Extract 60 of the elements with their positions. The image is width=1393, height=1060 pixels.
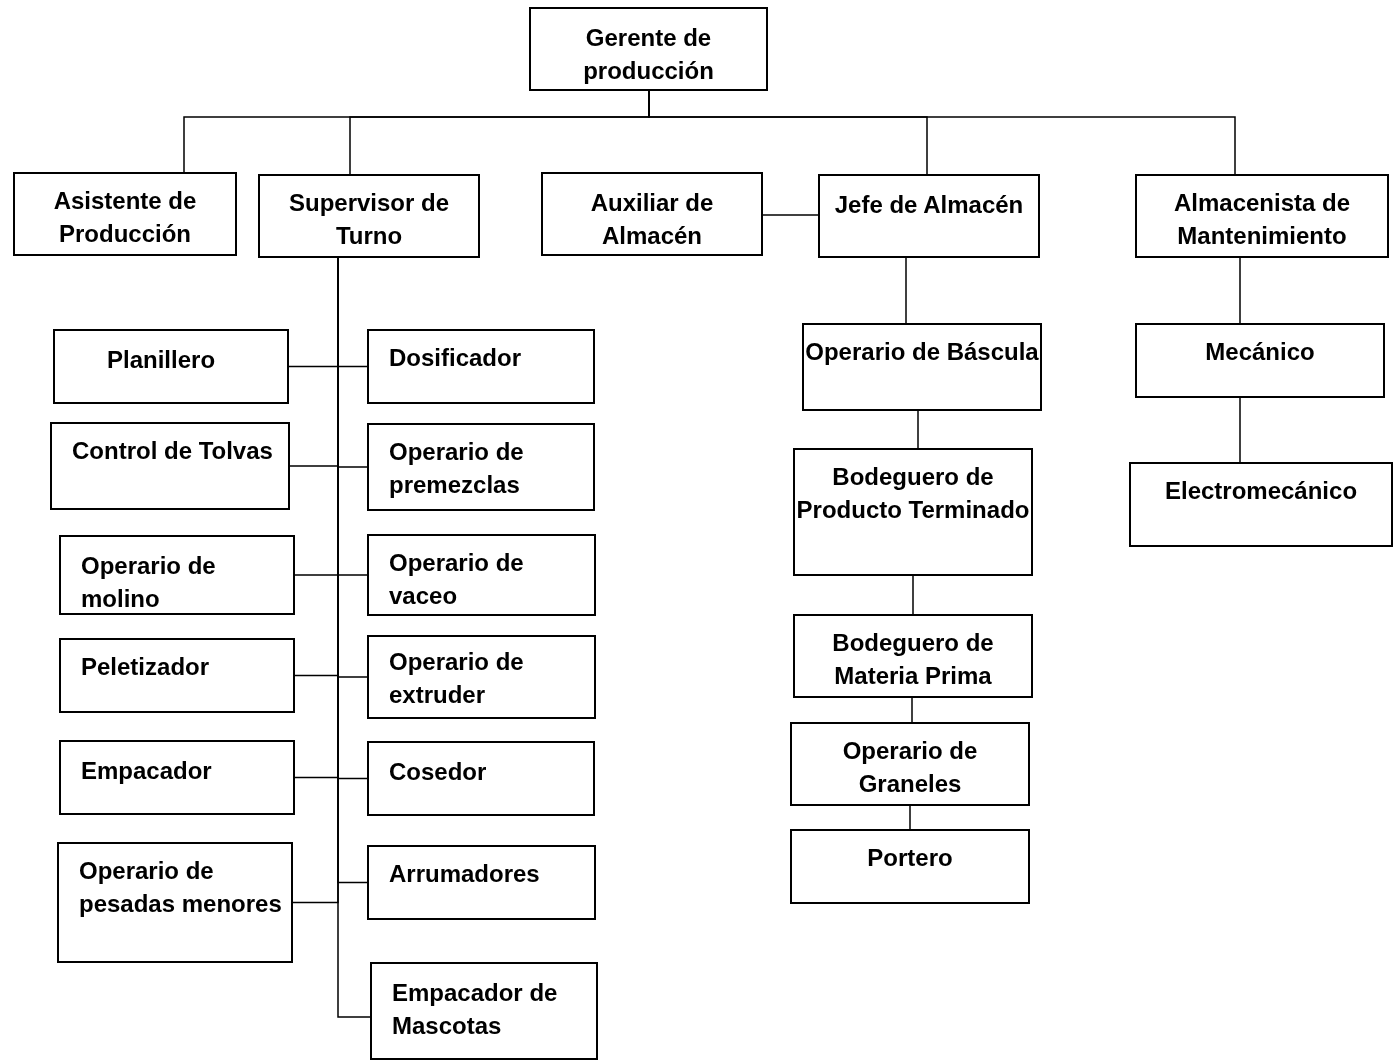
position-title: Operario de molino — [81, 551, 217, 614]
position-title: Almacenista de Mantenimiento — [1172, 188, 1352, 251]
connector-line — [912, 575, 914, 615]
position-box — [50, 422, 290, 510]
position-title: Asistente de Producción — [52, 186, 198, 249]
position-title: Dosificador — [389, 343, 523, 373]
position-title: Auxiliar de Almacén — [589, 188, 715, 251]
position-box — [529, 7, 768, 91]
position-title: Operario de premezclas — [389, 437, 525, 500]
position-box — [370, 962, 598, 1060]
position-title: Operario de extruder — [389, 647, 525, 710]
connector-line — [911, 697, 913, 723]
position-title: Operario de vaceo — [389, 548, 525, 611]
position-title: Empacador de Mascotas — [392, 978, 559, 1041]
connector-line — [909, 805, 911, 830]
position-box — [59, 638, 295, 713]
position-box — [53, 329, 289, 404]
position-title: Jefe de Almacén — [833, 190, 1025, 220]
position-box — [793, 448, 1033, 576]
position-title: Portero — [866, 843, 954, 873]
position-box — [790, 722, 1030, 806]
connector-line — [762, 214, 819, 216]
position-title: Operario de pesadas menores — [79, 856, 283, 919]
position-box — [1129, 462, 1393, 547]
position-box — [367, 423, 595, 511]
connector-line — [917, 410, 919, 449]
position-title: Bodeguero de Producto Terminado — [795, 462, 1031, 525]
position-title: Gerente de producción — [582, 23, 715, 86]
position-title: Peletizador — [81, 652, 211, 682]
position-box — [541, 172, 763, 256]
position-box — [793, 614, 1033, 698]
connector-line — [1239, 397, 1241, 463]
position-title: Mecánico — [1204, 337, 1316, 367]
position-title: Arrumadores — [389, 859, 541, 889]
position-title: Operario de Báscula — [804, 337, 1040, 367]
position-box — [57, 842, 293, 963]
position-box — [1135, 174, 1389, 258]
position-title: Operario de Graneles — [841, 736, 979, 799]
position-box — [367, 741, 595, 816]
position-box — [258, 174, 480, 258]
position-title: Bodeguero de Materia Prima — [831, 628, 995, 691]
position-title: Cosedor — [389, 757, 488, 787]
position-box — [818, 174, 1040, 258]
position-title: Control de Tolvas — [72, 436, 274, 466]
connector-line — [1239, 257, 1241, 324]
connector-line — [905, 257, 907, 324]
position-box — [802, 323, 1042, 411]
position-box — [790, 829, 1030, 904]
position-box — [367, 534, 596, 616]
position-box — [367, 635, 596, 719]
position-box — [367, 845, 596, 920]
position-box — [367, 329, 595, 404]
position-title: Supervisor de Turno — [287, 188, 451, 251]
position-title: Planillero — [107, 345, 217, 375]
position-box — [59, 740, 295, 815]
position-box — [1135, 323, 1385, 398]
position-title: Electromecánico — [1163, 476, 1359, 506]
position-box — [13, 172, 237, 256]
position-title: Empacador — [81, 756, 213, 786]
position-box — [59, 535, 295, 615]
